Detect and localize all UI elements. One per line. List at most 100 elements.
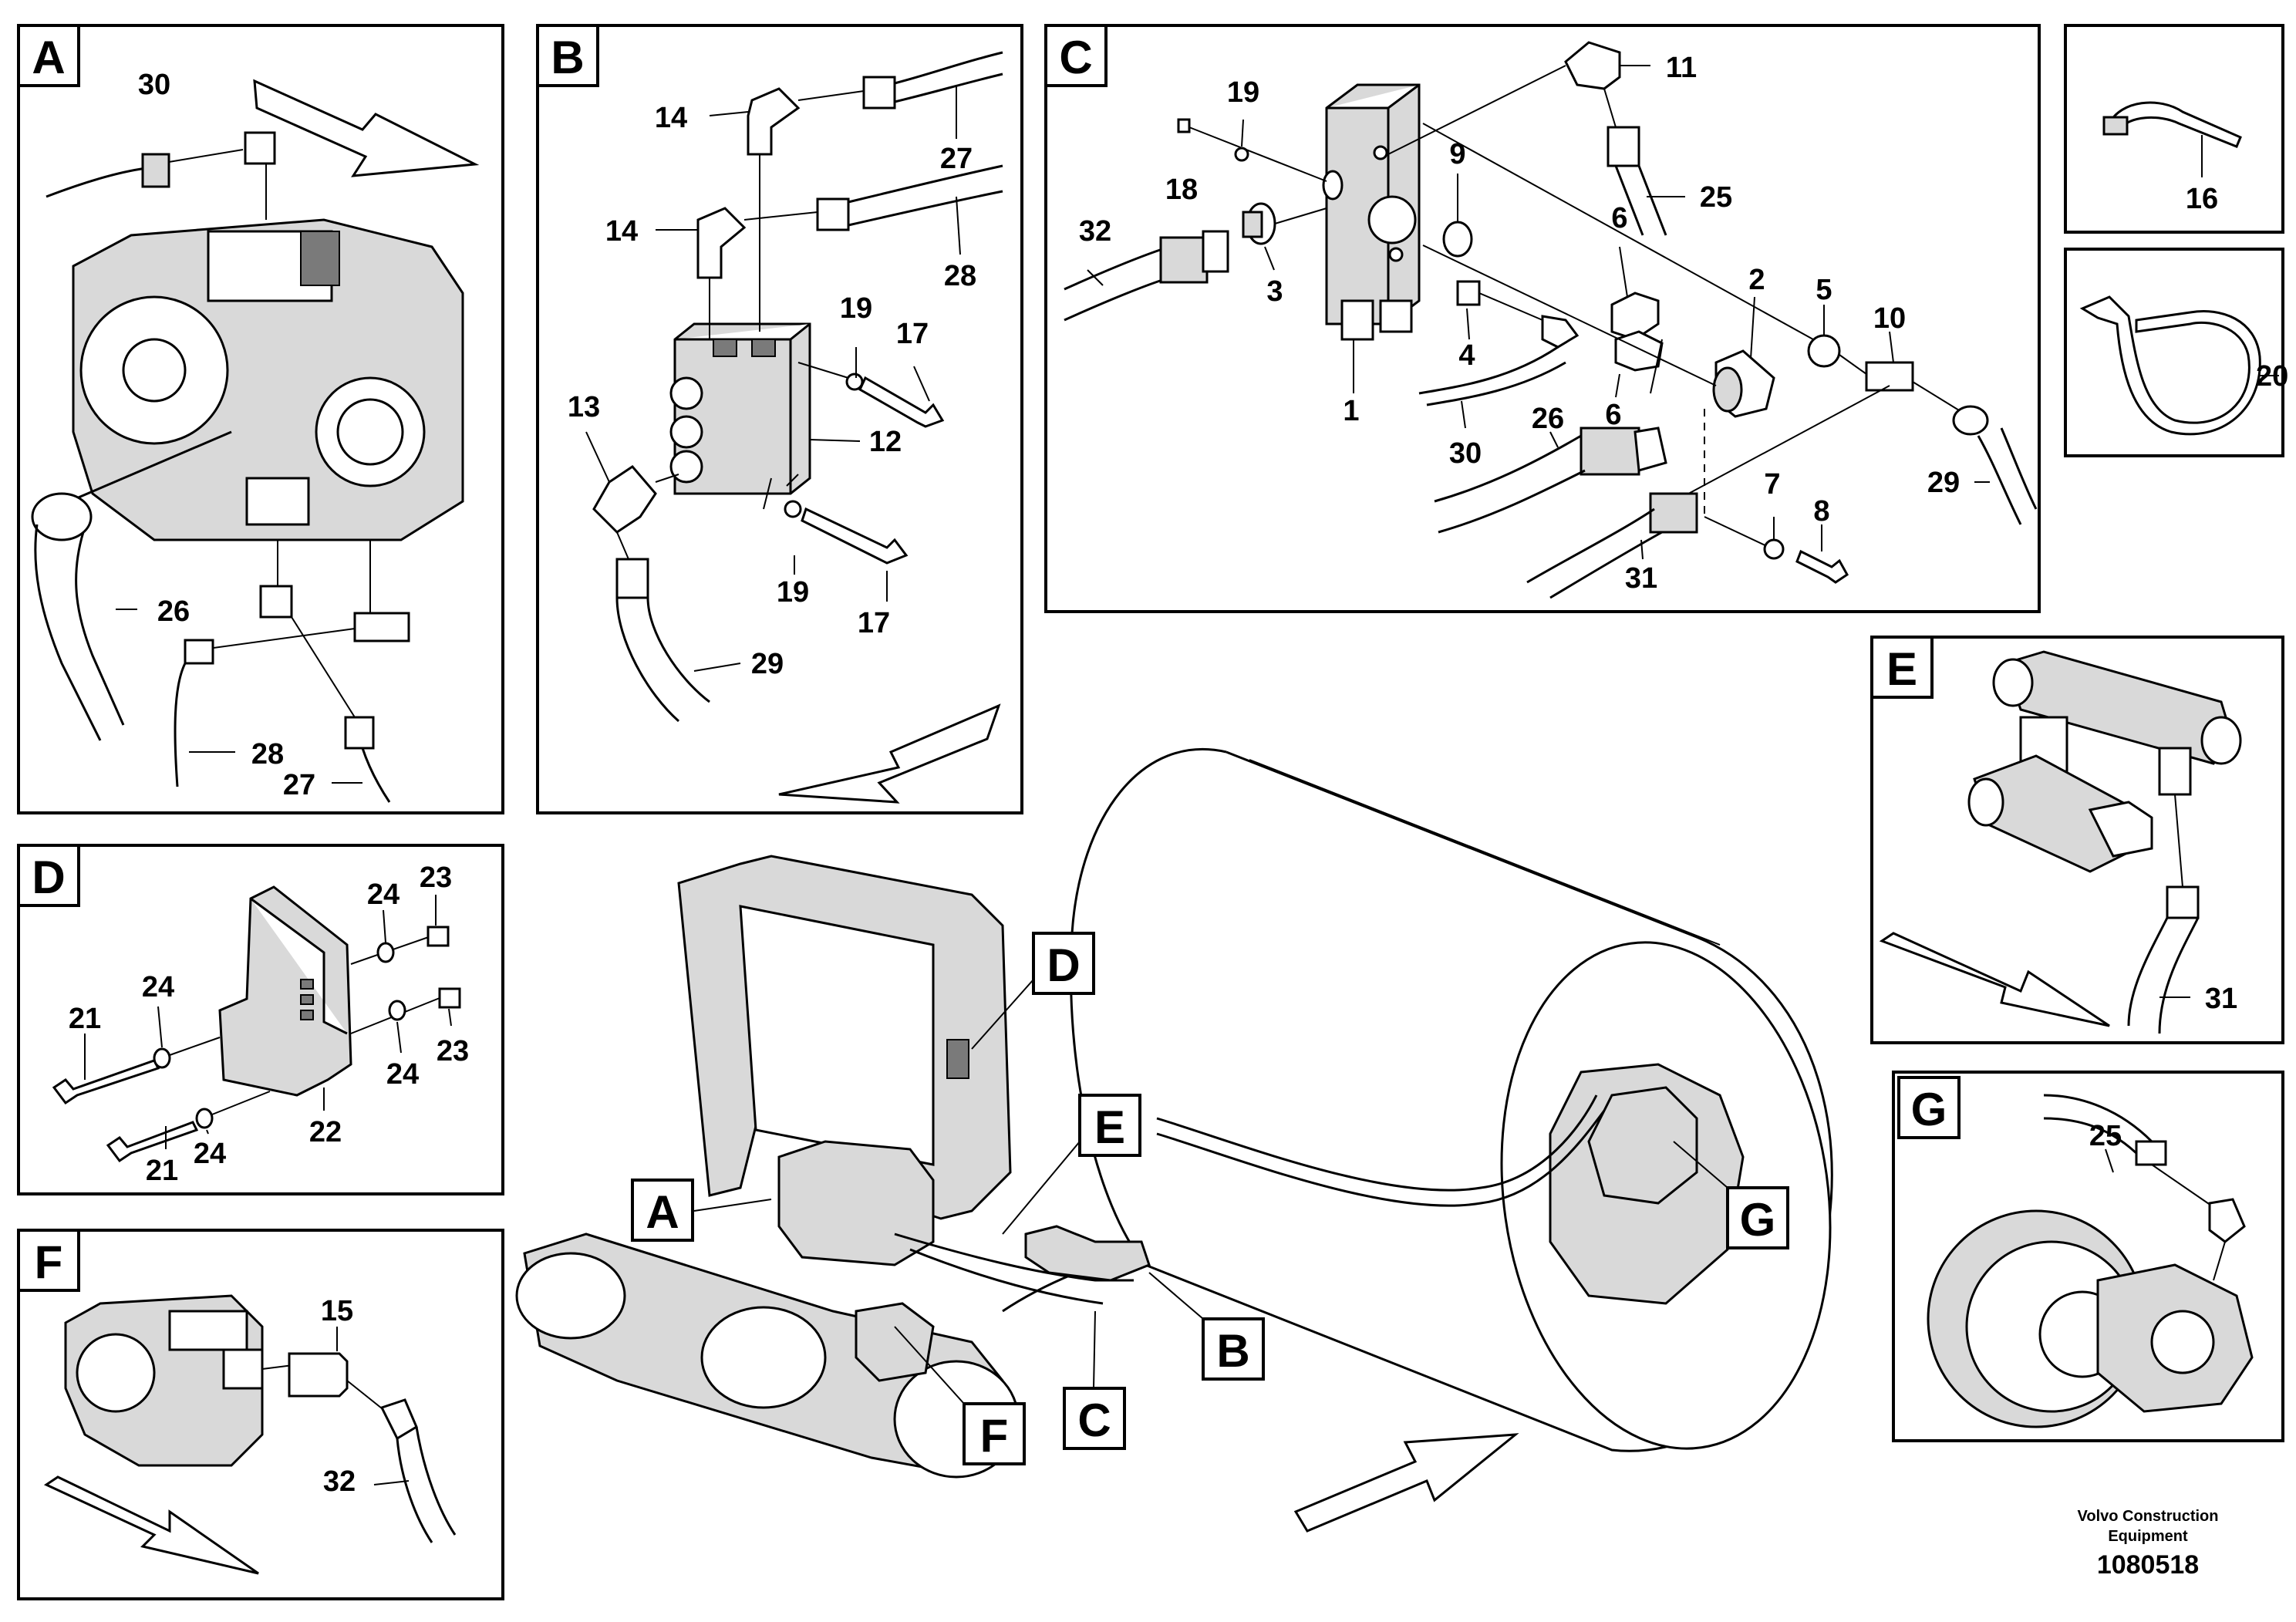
valve-body-1-foot-b [1381,301,1411,332]
bolt-21-upper-leader [170,1037,220,1055]
fitting-5-to-tee [1839,355,1866,374]
panel-a: A [19,25,503,813]
callout-26: 26 [157,595,190,628]
callout-26c: 26 [1532,403,1564,435]
callout-8: 8 [1813,495,1829,528]
hose-28-fitting [185,640,213,663]
callout-17a-leader [914,366,929,401]
overview-c-leader [1094,1311,1095,1388]
callout-31e: 31 [2205,983,2237,1015]
hose-30-c-top [1419,347,1558,393]
panel-a-letter: A [32,32,65,83]
elbow-14-top [748,89,798,154]
panel-g: G 25 [1893,1072,2283,1441]
pump-a-lower-port [247,478,308,524]
tee-fitting-a [245,133,275,164]
machine-overview: A D E G B C F [517,749,1862,1531]
washer-19-lower [785,501,801,517]
callout-19a: 19 [840,292,872,325]
callout-24d: 24 [194,1138,226,1170]
pump-a-flange-bore [123,339,185,401]
callout-14a-leader [710,112,748,116]
callout-3: 3 [1266,275,1283,308]
valve-plug-2 [752,339,775,356]
hose-27-fitting [346,717,373,748]
callout-25g: 25 [2089,1120,2122,1152]
bolt-8-leader [1704,517,1770,548]
valve-port-2 [671,416,702,447]
indicator-light-1 [301,980,313,989]
o-ring-9 [1444,222,1472,256]
hose-26-c-nut [1635,428,1666,470]
callout-24a: 24 [367,878,400,911]
panel-a-direction-arrow [255,81,475,176]
fitting-4 [1458,282,1479,305]
callout-21b: 21 [146,1155,178,1187]
callout-19b: 19 [777,576,809,609]
hose-29-c-left [1978,436,2021,524]
hose-25-right [1639,166,1666,235]
callout-6b: 6 [1605,399,1621,431]
overview-e-leader [1003,1141,1080,1234]
callout-24c: 24 [386,1058,419,1091]
fitting-2-face [1714,368,1741,411]
callout-17b: 17 [858,607,890,639]
callout-22: 22 [309,1116,342,1148]
valve-port-1 [671,378,702,409]
elbow-g [2210,1199,2244,1242]
adaptor-15-dash [347,1381,386,1411]
control-box-22 [220,887,351,1095]
elbow-13-dash [617,532,629,559]
elbow-14-mid [698,208,744,278]
hose-32-f-inner [416,1427,455,1535]
callout-2: 2 [1748,264,1765,296]
callout-25g-leader [2106,1149,2113,1172]
hose-32-fitting [1161,238,1207,282]
panel-d: D 23 24 24 21 23 24 21 [19,845,503,1194]
pump-a-port-bore [338,400,403,464]
callout-3-leader [1265,247,1274,270]
elbow-14-top-leader [798,91,864,100]
document-number: 1080518 [2097,1550,2199,1580]
hose-30 [46,168,147,197]
screw-18-leader [1189,127,1327,181]
callout-10: 10 [1873,302,1906,335]
hose-29-b-inner [648,598,710,702]
overview-b: B [1216,1325,1249,1377]
hose-25-fitting [1608,127,1639,166]
callout-28: 28 [251,738,284,771]
callout-4: 4 [1458,339,1475,372]
hose-32-bottom [1064,279,1165,320]
callout-32f: 32 [323,1465,356,1498]
callout-27: 27 [283,769,315,801]
hose-26-c-bottom [1438,470,1585,532]
washer-24-upper-right [378,943,393,962]
callout-24d-leader [207,1130,208,1134]
hose-26-outer [35,524,100,740]
front-frame-inner [740,906,933,1165]
brand-line-1: Volvo Construction [2078,1508,2219,1525]
washer-24-lower-right [389,1001,405,1020]
panel-tie-frame [2065,25,2283,232]
panel-c-letter: C [1059,32,1092,83]
fitting-5 [1809,336,1839,366]
panel-b: B [538,25,1022,813]
hose-31-e-inner [2159,918,2198,1034]
callout-6a: 6 [1611,202,1627,234]
bolt-21-upper [54,1061,158,1103]
hose-28 [175,663,185,787]
callout-16: 16 [2186,183,2218,215]
cable-tie-16 [2109,103,2240,147]
panel-d-letter: D [32,851,65,903]
control-box-overview [947,1040,969,1078]
hose-25-g-fitting [2136,1141,2166,1165]
callout-1: 1 [1343,395,1359,427]
callout-29b-leader [694,663,740,671]
callout-20: 20 [2256,360,2288,393]
callout-18: 18 [1165,174,1198,206]
overview-c: C [1077,1394,1111,1446]
callout-12-leader [810,440,860,441]
callout-11: 11 [1666,52,1697,84]
callout-12: 12 [869,426,902,458]
panel-c: C [1046,25,2039,612]
